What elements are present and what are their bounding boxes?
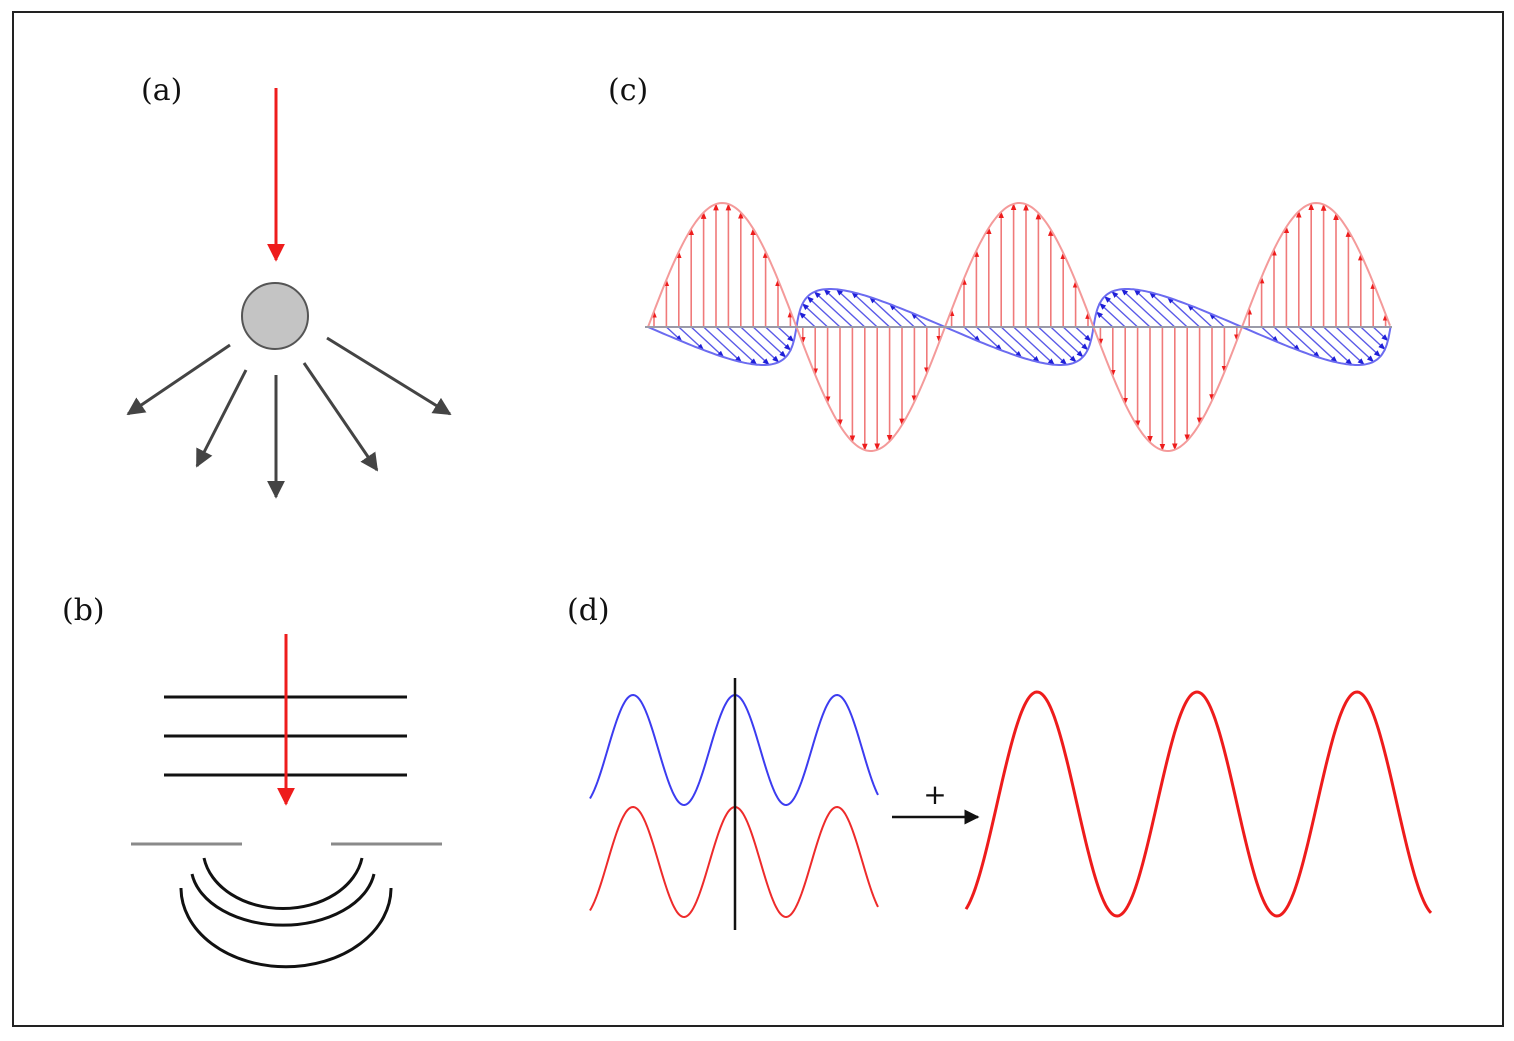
b-field-vector xyxy=(1310,326,1353,366)
b-field-vector xyxy=(1000,326,1040,363)
b-field-vector xyxy=(665,326,683,342)
b-field-vector xyxy=(777,326,795,343)
label-b: (b) xyxy=(62,593,105,628)
b-field-vector xyxy=(1133,288,1176,328)
b-field-vector xyxy=(1187,303,1213,328)
b-field-vector xyxy=(1104,295,1139,328)
b-field-vector xyxy=(1360,326,1386,350)
b-field-vector xyxy=(798,311,816,328)
b-field-vector xyxy=(1037,326,1077,363)
b-field-vector xyxy=(727,326,770,366)
b-field-vector xyxy=(889,303,915,328)
b-field-vector xyxy=(1099,302,1126,328)
b-field-vector xyxy=(1208,312,1225,328)
scattered-arrow-right xyxy=(302,362,379,472)
figure-frame xyxy=(12,11,1504,1027)
panel-d-interference: + xyxy=(589,678,1433,930)
b-field-vector xyxy=(752,326,787,358)
b-field-vector xyxy=(1298,326,1338,363)
b-field-vector xyxy=(1075,326,1092,342)
diffracted-wave-1 xyxy=(202,857,364,910)
b-field-vector xyxy=(1050,326,1084,358)
diffracted-wave-3 xyxy=(179,887,393,969)
b-field-vector xyxy=(975,326,1003,351)
panel-a-scattering xyxy=(126,88,452,499)
b-field-vector xyxy=(806,296,841,328)
panel-c-em-wave xyxy=(645,201,1392,453)
b-field-vector xyxy=(765,326,792,351)
b-field-vector xyxy=(703,326,742,363)
magnetic-field-envelope xyxy=(647,288,1392,366)
b-field-vector xyxy=(963,326,981,343)
b-field-vector xyxy=(1025,326,1068,366)
label-d: (d) xyxy=(567,593,610,628)
b-field-vector xyxy=(715,326,758,366)
b-field-vector xyxy=(836,288,878,328)
b-field-vector xyxy=(988,326,1023,358)
b-field-vector xyxy=(1111,291,1151,328)
scattering-particle xyxy=(241,282,309,350)
b-field-vector xyxy=(1261,326,1279,343)
b-field-vector xyxy=(1062,326,1089,351)
superposition-plus: + xyxy=(923,778,946,811)
b-field-vector xyxy=(802,303,829,328)
b-field-vector xyxy=(690,326,725,358)
scattered-arrow-left xyxy=(195,369,248,468)
b-field-vector xyxy=(1285,326,1321,359)
b-field-vector xyxy=(678,326,705,351)
b-field-vector xyxy=(1335,326,1374,363)
diffracted-wave-2 xyxy=(190,873,376,927)
b-field-vector xyxy=(1121,288,1163,328)
b-field-vector xyxy=(1347,326,1381,358)
label-a: (a) xyxy=(141,73,182,108)
b-field-vector xyxy=(823,288,866,328)
b-field-vector xyxy=(813,291,853,328)
panel-b-diffraction xyxy=(131,634,442,969)
b-field-vector xyxy=(1167,296,1201,328)
b-field-vector xyxy=(851,291,891,328)
electric-field-envelope xyxy=(647,201,1391,453)
b-field-vector xyxy=(1273,326,1301,352)
b-field-vector xyxy=(740,326,780,363)
b-field-vector xyxy=(910,312,928,328)
b-field-vector xyxy=(1372,326,1389,342)
b-field-vector xyxy=(869,296,903,328)
scattered-arrow-far-left xyxy=(126,343,231,416)
b-field-vector xyxy=(1323,326,1365,366)
b-field-vector xyxy=(1096,311,1114,328)
scattered-arrow-far-right xyxy=(326,336,452,416)
b-field-vector xyxy=(1013,326,1055,366)
magnetic-field-vectors xyxy=(665,288,1389,366)
b-field-vector xyxy=(1149,291,1188,328)
resultant-wave xyxy=(964,690,1433,918)
label-c: (c) xyxy=(608,73,648,108)
